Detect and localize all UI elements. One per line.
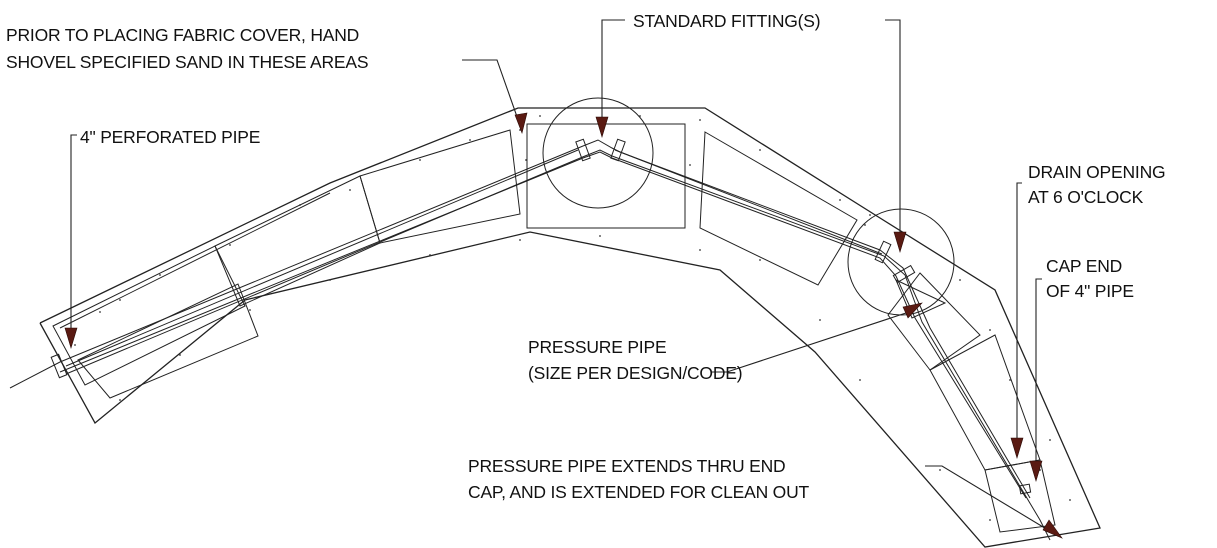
perforated-pipe-arrowhead <box>64 327 78 350</box>
drain-opening-line1: DRAIN OPENING <box>1028 162 1165 182</box>
extends-line2: CAP, AND IS EXTENDED FOR CLEAN OUT <box>468 482 810 502</box>
pipe-couplers <box>50 138 1032 495</box>
drain-opening-line2: AT 6 O'CLOCK <box>1028 187 1144 207</box>
cap-end-line1: CAP END <box>1046 256 1122 276</box>
pressure-pipe-arrowhead <box>902 302 923 319</box>
chamber-blocks <box>52 123 1056 533</box>
cap-end-arrowhead <box>1029 460 1043 483</box>
sand-note-arrowhead <box>514 112 528 134</box>
pressure-pipe-run <box>65 149 1051 541</box>
trench-outline <box>39 107 1101 548</box>
extends-line1: PRESSURE PIPE EXTENDS THRU END <box>468 456 786 476</box>
perforated-pipe-run <box>9 139 1031 499</box>
perforated-pipe-label: 4" PERFORATED PIPE <box>80 127 260 147</box>
sand-note-line1: PRIOR TO PLACING FABRIC COVER, HAND <box>6 25 359 45</box>
fitting-arrowhead-2 <box>893 231 907 254</box>
sand-note-line2: SHOVEL SPECIFIED SAND IN THESE AREAS <box>6 52 368 72</box>
pressure-pipe-line1: PRESSURE PIPE <box>528 337 666 357</box>
extends-arrowhead <box>1042 519 1063 539</box>
cap-end-line2: OF 4" PIPE <box>1046 281 1134 301</box>
standard-fitting-label: STANDARD FITTING(S) <box>633 11 820 31</box>
callout-labels: PRIOR TO PLACING FABRIC COVER, HAND SHOV… <box>6 11 1166 502</box>
drain-opening-arrowhead <box>1010 437 1024 460</box>
concrete-speckles <box>74 115 1071 521</box>
fitting-arrowhead-1 <box>595 116 609 139</box>
pressure-pipe-line2: (SIZE PER DESIGN/CODE) <box>528 363 742 383</box>
leaders <box>64 19 1063 539</box>
